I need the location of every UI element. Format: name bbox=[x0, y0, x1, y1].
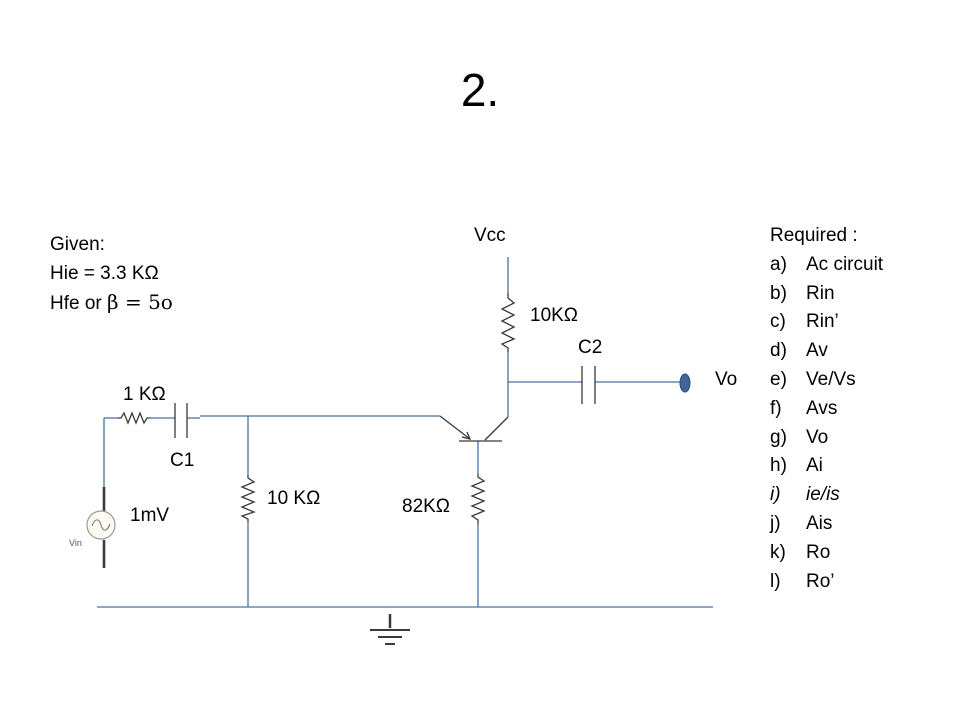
required-item: a) Ac circuit bbox=[770, 251, 883, 280]
required-item-text: Av bbox=[806, 340, 828, 362]
required-item: b) Rin bbox=[770, 280, 883, 309]
transistor-base-lead bbox=[439, 415, 471, 440]
transistor-collector-lead bbox=[484, 416, 509, 441]
required-item: i) ie/is bbox=[770, 481, 883, 510]
label-c1: C1 bbox=[170, 450, 195, 471]
required-item-letter: h) bbox=[770, 455, 787, 477]
required-item-letter: e) bbox=[770, 368, 787, 390]
required-item: l) Ro’ bbox=[770, 568, 883, 597]
required-item-text: Ai bbox=[806, 455, 823, 477]
required-item-letter: g) bbox=[770, 426, 787, 448]
required-item-letter: k) bbox=[770, 541, 786, 563]
required-item-text: Ro bbox=[806, 541, 831, 563]
required-item-letter: a) bbox=[770, 253, 787, 275]
required-heading: Required : bbox=[770, 225, 858, 246]
required-item-letter: j) bbox=[770, 512, 781, 534]
given-hfe-prefix: Hfe or bbox=[50, 293, 102, 314]
components bbox=[86, 293, 596, 645]
required-item-text: Rin bbox=[806, 282, 835, 304]
required-item-text: Ais bbox=[806, 512, 833, 534]
required-item: k) Ro bbox=[770, 539, 883, 568]
given-hfe: Hfe or β = 5o bbox=[50, 288, 173, 318]
given-heading: Given: bbox=[50, 234, 105, 255]
label-c2: C2 bbox=[578, 337, 603, 358]
required-item-text: Ro’ bbox=[806, 570, 835, 592]
required-item-letter: d) bbox=[770, 340, 787, 362]
wires bbox=[97, 257, 713, 608]
required-item-text: Ac circuit bbox=[806, 253, 884, 275]
required-item-text: Vo bbox=[806, 426, 829, 448]
required-item-letter: l) bbox=[770, 570, 781, 592]
required-item-text: Ve/Vs bbox=[806, 368, 856, 390]
required-item-letter: i) bbox=[770, 484, 781, 506]
required-item: f) Avs bbox=[770, 395, 883, 424]
required-item-letter: c) bbox=[770, 311, 786, 333]
required-item-text: Avs bbox=[806, 397, 838, 419]
required-item-text: Rin’ bbox=[806, 311, 839, 333]
sine-wave-icon bbox=[91, 519, 111, 531]
label-source-value: 1mV bbox=[130, 505, 170, 526]
label-vo: Vo bbox=[715, 369, 738, 390]
label-r1: 10 KΩ bbox=[267, 488, 321, 509]
required-list: Required : a) Ac circuit b) Rin c) Rin’ d) A… bbox=[770, 222, 883, 596]
label-rs: 1 KΩ bbox=[123, 384, 166, 405]
label-source-tag: Vin bbox=[69, 538, 82, 548]
required-item: g) Vo bbox=[770, 424, 883, 453]
slide-title: 2. bbox=[460, 64, 500, 116]
resistor-rs bbox=[118, 411, 150, 425]
required-item: j) Ais bbox=[770, 510, 883, 539]
label-re: 82KΩ bbox=[402, 496, 451, 517]
transistor-emitter-arrow bbox=[461, 431, 472, 440]
required-item-letter: f) bbox=[770, 397, 782, 419]
required-item: h) Ai bbox=[770, 452, 883, 481]
required-item: d) Av bbox=[770, 337, 883, 366]
given-hfe-beta: β = 5o bbox=[107, 290, 173, 314]
given-block: Given: Hie = 3.3 KΩ Hfe or β = 5o bbox=[50, 230, 173, 318]
given-hie: Hie = 3.3 KΩ bbox=[50, 263, 159, 284]
resistor-re bbox=[470, 474, 486, 524]
vo-terminal bbox=[679, 373, 691, 393]
label-rc: 10KΩ bbox=[530, 305, 579, 326]
required-item: c) Rin’ bbox=[770, 308, 883, 337]
required-item-letter: b) bbox=[770, 282, 787, 304]
required-item: e) Ve/Vs bbox=[770, 366, 883, 395]
label-vcc: Vcc bbox=[474, 225, 506, 246]
resistor-r1 bbox=[240, 475, 256, 522]
required-item-text: ie/is bbox=[806, 484, 840, 506]
resistor-rc bbox=[500, 293, 516, 352]
